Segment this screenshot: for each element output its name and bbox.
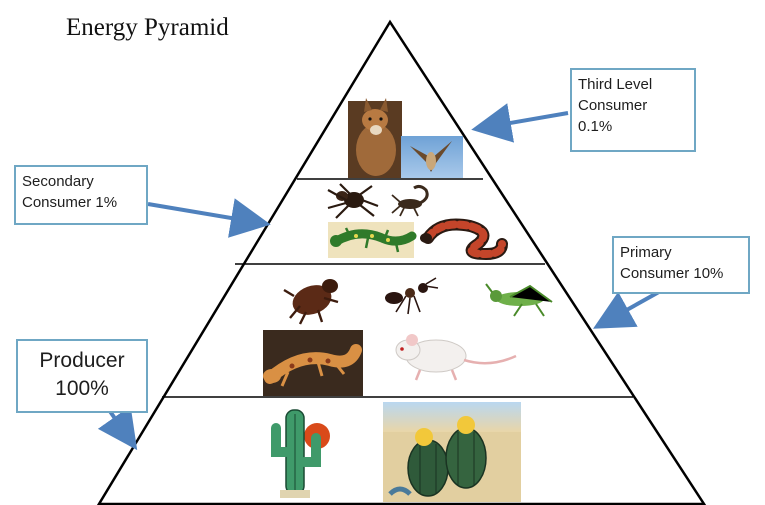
lizard-image xyxy=(328,222,417,258)
ant-image xyxy=(385,277,439,315)
secondary-line-1: Secondary xyxy=(22,173,94,190)
primary-line-2: Consumer 10% xyxy=(620,265,724,282)
gecko-image xyxy=(263,330,363,396)
third-level-consumer-label: Third Level Consumer 0.1% xyxy=(570,68,696,152)
snake-image xyxy=(420,218,508,261)
primary-line-1: Primary xyxy=(620,244,672,261)
barrel-cactus-image xyxy=(383,402,521,502)
arrow-secondary xyxy=(147,198,271,238)
scorpion-image xyxy=(391,184,429,217)
mouse-image xyxy=(395,334,517,381)
beetle-image xyxy=(283,279,339,325)
producer-line-1: Producer xyxy=(39,349,125,372)
third-level-line-3: 0.1% xyxy=(578,118,613,135)
tarantula-image xyxy=(327,183,379,219)
secondary-consumer-label: Secondary Consumer 1% xyxy=(14,165,148,225)
saguaro-cactus-image xyxy=(271,409,330,498)
third-level-line-1: Third Level xyxy=(578,76,653,93)
grasshopper-image xyxy=(485,283,553,317)
pyramid-outline xyxy=(96,19,707,505)
primary-consumer-label: Primary Consumer 10% xyxy=(612,236,750,294)
secondary-line-2: Consumer 1% xyxy=(22,194,118,211)
producer-line-2: 100% xyxy=(55,377,109,400)
arrow-third-level xyxy=(471,103,569,143)
diagram-title: Energy Pyramid xyxy=(66,14,229,41)
hawk-image xyxy=(401,136,463,178)
fox-image xyxy=(348,98,402,178)
third-level-line-2: Consumer xyxy=(578,97,648,114)
producer-label: Producer 100% xyxy=(16,339,148,413)
